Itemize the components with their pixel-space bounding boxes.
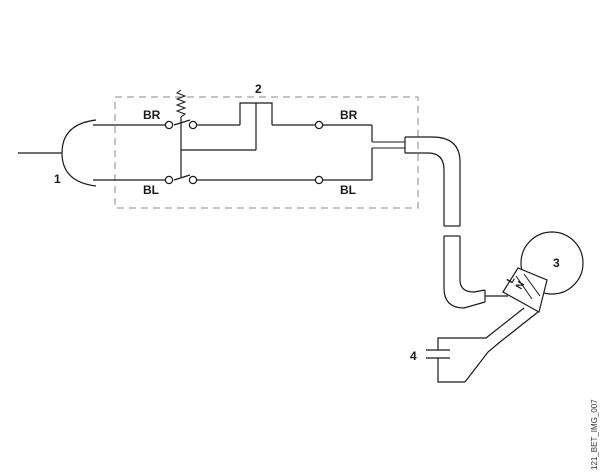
contact-blade-bl — [173, 174, 191, 181]
motor-terminal-block — [502, 267, 548, 313]
terminal-br-switch — [188, 120, 198, 130]
motor-cable — [372, 136, 486, 309]
capacitor-branch — [426, 307, 539, 383]
label-bl-right: BL — [340, 183, 356, 197]
blue-conductor — [93, 148, 373, 185]
label-br-left: BR — [143, 108, 161, 122]
motor — [485, 231, 584, 313]
contact-blade-br — [173, 119, 191, 126]
label-motor-n: N — [514, 280, 527, 292]
brown-conductor — [93, 102, 373, 150]
plug-shell — [61, 119, 97, 187]
switch-housing-outline — [114, 96, 419, 209]
callout-switch: 2 — [255, 82, 262, 96]
motor-housing — [520, 231, 584, 295]
return-spring — [175, 89, 187, 118]
callout-capacitor: 4 — [410, 349, 417, 363]
terminal-br-in — [164, 120, 174, 130]
switch-mechanism — [173, 89, 256, 181]
terminal-bl-out — [314, 175, 324, 185]
callout-plug: 1 — [54, 172, 61, 186]
callout-motor: 3 — [553, 256, 560, 270]
terminal-bl-switch — [188, 175, 198, 185]
terminal-bl-in — [164, 175, 174, 185]
terminal-br-out — [314, 120, 324, 130]
label-bl-left: BL — [143, 183, 159, 197]
figure-code: 121_BET_IMG_007 — [590, 399, 599, 470]
plug — [18, 119, 97, 187]
label-br-right: BR — [340, 108, 358, 122]
label-motor-l: L — [505, 275, 518, 286]
